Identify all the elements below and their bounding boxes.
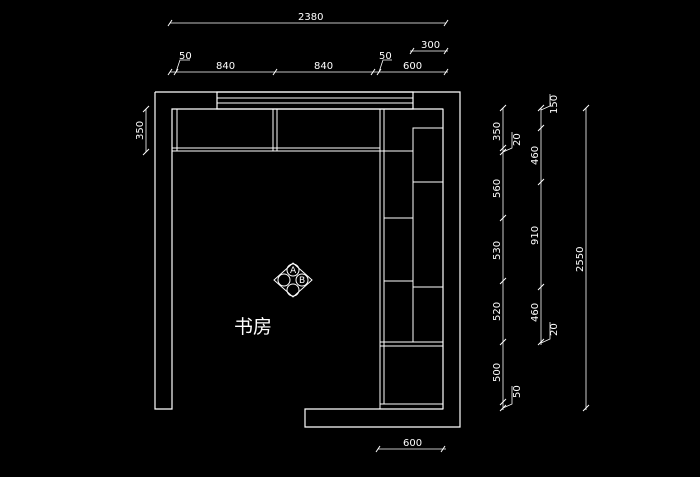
elevation-symbol: A B: [273, 262, 313, 298]
dim-tick-6: [443, 68, 449, 76]
dim-left-350: 350: [135, 121, 146, 140]
symbol-label-b: B: [299, 276, 305, 286]
right-bookcase: [379, 108, 444, 410]
symbol-circle-c: [277, 273, 291, 287]
dim-r1-t5: [499, 277, 507, 285]
symbol-diamond: [273, 262, 313, 298]
dim-bottom-tick-l: [375, 445, 381, 453]
dim-r2-t1: [537, 104, 545, 112]
dim-r2-910: 910: [530, 226, 541, 245]
dim-r1-520: 520: [492, 302, 503, 321]
dim-r1-t6: [499, 338, 507, 346]
dim-top-300: 300: [421, 40, 440, 51]
dim-tick-1: [167, 68, 173, 76]
right-dimensions-col2: 150 460 910 460 20: [530, 94, 560, 346]
dim-r2-t2: [537, 124, 545, 132]
symbol-label-a: A: [290, 266, 297, 276]
dim-left-tick-1: [142, 105, 150, 113]
dim-r1-50-leader: [502, 386, 513, 409]
symbol-circle-b: [295, 273, 309, 287]
dim-top-840-2: 840: [314, 61, 333, 72]
window: [216, 91, 414, 110]
symbol-circle-a: [286, 263, 300, 277]
dim-top-total-tick-l: [167, 19, 173, 27]
dim-r1-560: 560: [492, 179, 503, 198]
dim-right-total: 2550: [575, 247, 586, 272]
dim-top-840-1: 840: [216, 61, 235, 72]
dim-r1-t4: [499, 214, 507, 222]
dim-r2-t3: [537, 178, 545, 186]
room-walls: [154, 91, 461, 428]
dim-r2-150-leader: [540, 94, 551, 111]
dim-bottom-600: 600: [403, 438, 422, 449]
dim-tick-300-l: [409, 47, 415, 55]
dim-r1-t1: [499, 104, 507, 112]
dim-r1-t2: [499, 144, 507, 152]
dim-r2-150: 150: [549, 95, 560, 114]
dim-bottom-tick-r: [440, 445, 446, 453]
dim-r2-460-top: 460: [530, 146, 541, 165]
dim-r1-20-top: 20: [512, 133, 523, 146]
dim-r2-20-leader: [540, 322, 551, 344]
room-label: 书房: [234, 316, 272, 338]
dim-tick-3: [272, 68, 278, 76]
dim-r2-20-bottom: 20: [549, 323, 560, 336]
dim-top-50-right: 50: [379, 51, 392, 62]
dim-r1-530: 530: [492, 241, 503, 260]
dim-r2-t4: [537, 283, 545, 291]
top-shelf-body: [171, 108, 381, 152]
dim-50-right-leader: [378, 59, 392, 73]
top-shelf: [171, 108, 381, 152]
dim-top-total: 2380: [298, 12, 323, 23]
top-dimensions: 2380 50 840 840 50 600 300: [167, 12, 449, 76]
dim-r1-20-leader: [502, 132, 513, 153]
bookcase-outer: [379, 108, 444, 410]
dim-r1-350: 350: [492, 122, 503, 141]
dim-r1-t7: [499, 398, 507, 406]
dim-50-left-leader: [175, 59, 190, 73]
dim-left-tick-2: [142, 148, 150, 156]
dim-r2-t5: [537, 338, 545, 346]
dim-r1-50-bottom: 50: [512, 385, 523, 398]
symbol-circle-d: [286, 283, 300, 297]
right-total-dimension: 2550: [575, 104, 590, 412]
bookcase-deep-section: [412, 127, 444, 343]
dim-top-50-left: 50: [179, 51, 192, 62]
dim-top-total-tick-r: [443, 19, 449, 27]
dim-tick-300-r: [443, 47, 449, 55]
wall-outer: [155, 91, 461, 428]
bottom-dimensions: 600: [375, 438, 446, 453]
left-dimensions: 350: [135, 105, 150, 156]
dim-top-600: 600: [403, 61, 422, 72]
dim-r2-460-bottom: 460: [530, 303, 541, 322]
right-dimensions-col1: 350 20 560 530 520 500 50: [492, 104, 523, 412]
dim-r1-500: 500: [492, 363, 503, 382]
dim-tick-4: [370, 68, 376, 76]
wall-outer-left: [154, 92, 443, 410]
dim-r3-t2: [582, 404, 590, 412]
dim-r3-t1: [582, 104, 590, 112]
